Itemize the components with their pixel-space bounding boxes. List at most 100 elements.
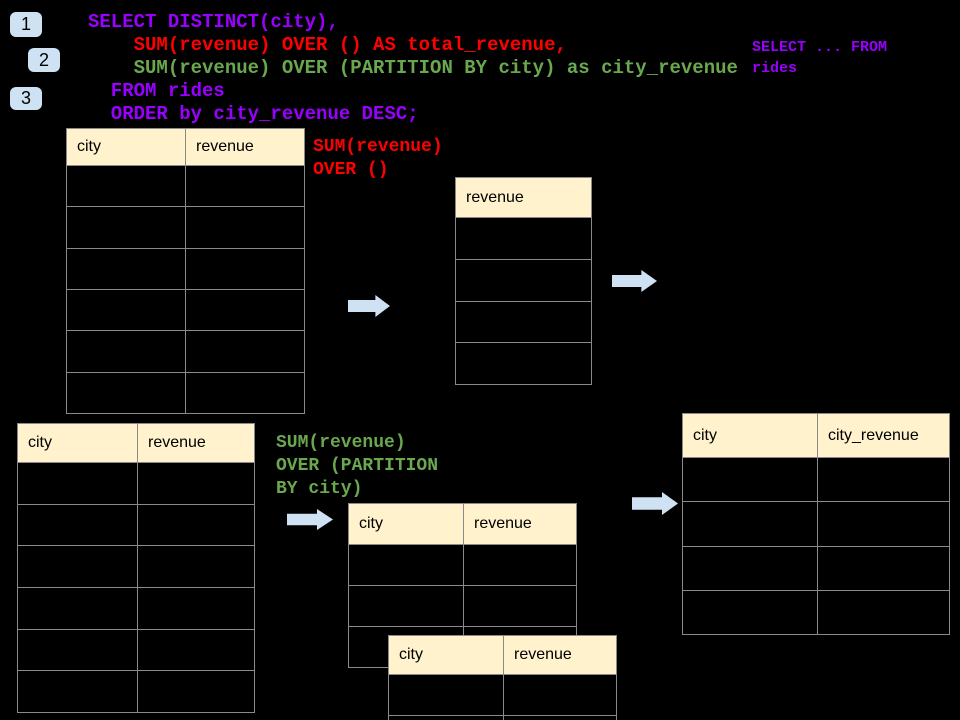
table-cell-empty (138, 505, 254, 546)
step-badge-3: 3 (10, 87, 42, 110)
right-arrow-icon (348, 295, 390, 317)
table-row (389, 716, 616, 720)
table-cell-empty (683, 502, 818, 546)
code-line: SELECT ... FROM (752, 39, 888, 56)
table-partition-back: city revenue (348, 503, 577, 668)
step-badge-2-label: 2 (38, 49, 49, 70)
right-arrow-icon (632, 492, 678, 515)
column-header-city: city (683, 414, 818, 457)
table-cell-empty (818, 458, 949, 501)
table-cell-empty (186, 166, 304, 206)
table-cell-empty (456, 218, 591, 259)
table-cell-empty (464, 586, 576, 626)
column-header-city: city (67, 129, 186, 165)
step-badge-1: 1 (10, 12, 42, 37)
table-cell-empty (18, 463, 138, 504)
table-cell-empty (186, 331, 304, 371)
code-line: OVER () (313, 160, 389, 180)
code-line: OVER (PARTITION (276, 456, 439, 476)
table-cell-empty (683, 590, 818, 634)
table-cell-empty (456, 260, 591, 301)
table-cell-empty (464, 545, 576, 585)
table-rides-source-bottom: city revenue (17, 423, 255, 713)
column-header-revenue: revenue (466, 188, 524, 206)
table-cell-empty (818, 591, 949, 634)
sum-over-annotation: SUM(revenue) OVER () (313, 136, 443, 182)
table-header-row: city revenue (389, 636, 616, 675)
table-row (456, 343, 591, 384)
table-row (18, 463, 254, 505)
table-row (683, 502, 949, 547)
table-cell-empty (389, 716, 504, 720)
code-line: rides (752, 60, 798, 77)
table-total-revenue-result: revenue (455, 177, 592, 385)
code-line: SUM(revenue) OVER (PARTITION BY city) as… (88, 57, 738, 79)
table-row (349, 586, 576, 627)
table-cell-empty (18, 546, 138, 588)
table-cell-empty (504, 675, 616, 715)
column-header-revenue: revenue (148, 434, 206, 451)
table-cell-empty (456, 343, 591, 384)
table-header-row: city revenue (18, 424, 254, 463)
table-cell-empty (504, 716, 616, 720)
code-line: FROM rides (88, 80, 225, 102)
table-cell-empty (18, 504, 138, 546)
table-cell-empty (349, 586, 464, 626)
table-header-row: revenue (456, 178, 591, 218)
table-row (18, 629, 254, 672)
code-line: SUM(revenue) OVER () AS total_revenue, (88, 34, 567, 56)
table-cell-empty (67, 331, 186, 372)
table-row (18, 588, 254, 630)
table-row (67, 166, 304, 208)
step-badge-3-label: 3 (20, 88, 31, 108)
column-header-city: city (349, 504, 464, 544)
right-arrow-icon (287, 509, 333, 530)
table-row (456, 218, 591, 260)
code-line: SELECT DISTINCT(city), (88, 11, 339, 33)
table-cell-empty (67, 207, 186, 248)
table-row (67, 207, 304, 249)
table-cell-empty (186, 290, 304, 330)
table-row (67, 248, 304, 290)
table-cell-empty (67, 248, 186, 289)
column-header-revenue: revenue (514, 646, 572, 663)
table-cell-empty (389, 675, 504, 715)
table-cell-empty (138, 630, 254, 671)
table-row (67, 289, 304, 332)
column-header-city: city (389, 636, 504, 674)
column-header-city_revenue: city_revenue (828, 426, 919, 444)
table-cell-empty (138, 463, 254, 504)
table-row (456, 260, 591, 302)
table-row (18, 671, 254, 713)
table-cell-empty (186, 373, 304, 413)
table-row (349, 545, 576, 586)
table-cell-empty (349, 545, 464, 585)
table-cell-empty (456, 302, 591, 343)
table-cell-empty (138, 546, 254, 587)
table-cell-empty (67, 166, 186, 207)
table-row (67, 331, 304, 373)
table-cell-empty (683, 546, 818, 590)
table-cell-empty (186, 207, 304, 247)
sql-query-code: SELECT DISTINCT(city), SUM(revenue) OVER… (88, 11, 738, 126)
right-arrow-icon (612, 270, 657, 292)
table-cell-empty (18, 588, 138, 629)
step-badge-1-label: 1 (20, 14, 31, 34)
table-cell-empty (18, 629, 138, 671)
table-cell-empty (138, 671, 254, 712)
table-row (18, 504, 254, 547)
table-row (18, 546, 254, 589)
code-line: ORDER by city_revenue DESC; (88, 103, 419, 125)
column-header-city: city (18, 424, 138, 462)
table-cell-empty (186, 249, 304, 289)
code-line: SUM(revenue) (313, 137, 443, 157)
table-cell-empty (18, 671, 138, 713)
table-city-revenue-result: city city_revenue (682, 413, 950, 635)
table-cell-empty (818, 547, 949, 590)
table-cell-empty (683, 458, 818, 502)
